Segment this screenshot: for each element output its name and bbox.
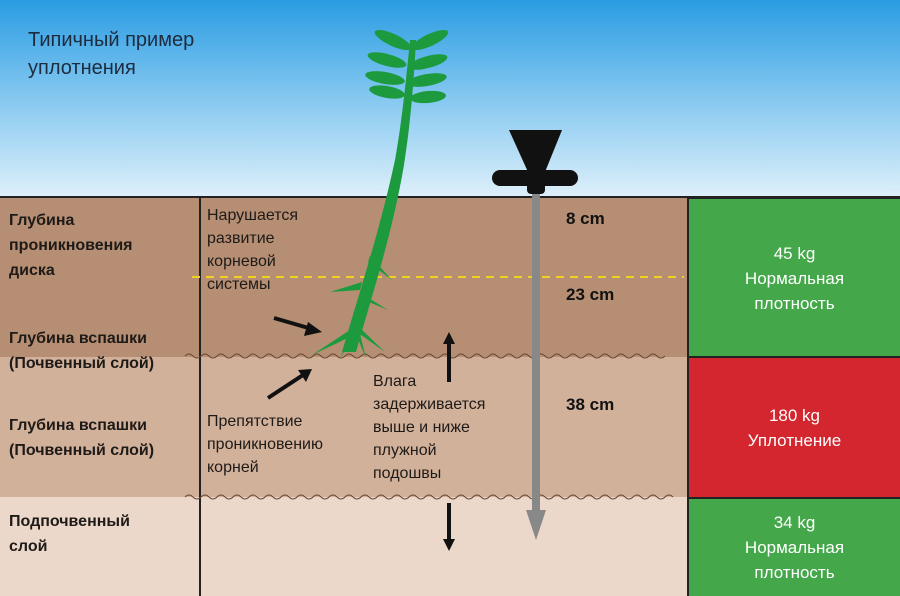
label-line: (Почвенный слой): [9, 442, 155, 459]
annotation-line: подошвы: [373, 465, 442, 482]
annotation-line: корневой: [207, 253, 276, 270]
plow-pan-top-wavy-line: [184, 353, 666, 359]
density-value: 34 kg: [773, 513, 816, 532]
depth-23cm: 23 cm: [566, 285, 615, 304]
sky-background: [0, 0, 900, 198]
penetrometer-icon: [492, 130, 578, 540]
diagram-title: Типичный пример уплотнения: [28, 26, 194, 82]
density-label: Нормальная: [744, 268, 845, 288]
label-line: Глубина вспашки: [9, 330, 147, 347]
annotation-line: Влага: [373, 373, 417, 390]
density-box-normal-top: 45 kg Нормальная плотность: [687, 197, 900, 357]
arrow-to-pan-icon: [266, 373, 305, 400]
label-line: диска: [9, 262, 55, 279]
label-line: Глубина вспашки: [9, 417, 147, 434]
depth-38cm: 38 cm: [566, 395, 615, 414]
arrows: [266, 316, 455, 551]
label-plow-depth-2: Глубина вспашки (Почвенный слой): [9, 413, 154, 463]
depth-8cm: 8 cm: [566, 209, 605, 228]
annotation-line: выше и ниже: [373, 419, 470, 436]
plow-pan-layer: [0, 357, 687, 497]
density-label: плотность: [754, 563, 835, 582]
ground-surface-line: [0, 196, 900, 198]
title-line: Типичный пример: [28, 29, 195, 51]
annotation-root-development: Нарушается развитие корневой системы: [207, 204, 298, 296]
annotation-line: корней: [207, 459, 259, 476]
label-line: слой: [9, 538, 48, 555]
annotation-line: системы: [207, 276, 271, 293]
annotation-line: плужной: [373, 442, 437, 459]
annotation-line: развитие: [207, 230, 275, 247]
annotation-line: Нарушается: [207, 207, 299, 224]
label-line: Подпочвенный: [9, 513, 130, 530]
label-line: (Почвенный слой): [9, 355, 155, 372]
label-subsoil: Подпочвенный слой: [9, 509, 130, 559]
arrow-to-root-icon: [273, 316, 313, 331]
annotation-line: Препятствие: [207, 413, 303, 430]
annotation-root-obstacle: Препятствие проникновению корней: [207, 410, 323, 479]
density-label: Нормальная: [744, 538, 845, 557]
density-box-compaction: 180 kg Уплотнение: [687, 356, 900, 498]
density-label: плотность: [754, 293, 835, 313]
annotation-line: проникновению: [207, 436, 323, 453]
subsoil-layer: [0, 497, 687, 596]
label-line: проникновения: [9, 237, 133, 254]
annotation-moisture: Влага задерживается выше и ниже плужной …: [373, 370, 485, 485]
density-label: Уплотнение: [747, 431, 842, 450]
column-divider: [199, 197, 201, 596]
density-value: 45 kg: [773, 243, 816, 263]
label-disk-depth: Глубина проникновения диска: [9, 208, 133, 283]
label-line: Глубина: [9, 212, 75, 229]
density-box-normal-bottom: 34 kg Нормальная плотность: [687, 497, 900, 596]
density-value: 180 kg: [768, 406, 821, 425]
title-line: уплотнения: [28, 57, 136, 79]
plow-pan-bottom-wavy-line: [184, 494, 674, 500]
plant-leaves: [365, 29, 449, 104]
label-plow-depth-1: Глубина вспашки (Почвенный слой): [9, 326, 154, 376]
plant-icon: [312, 29, 449, 358]
annotation-line: задерживается: [373, 396, 486, 413]
